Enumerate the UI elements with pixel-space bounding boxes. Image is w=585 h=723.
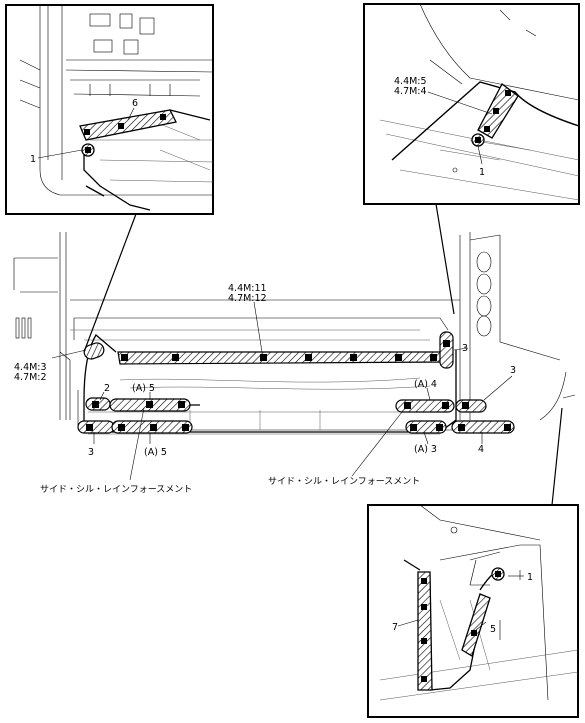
label-side-sill-right: サイド・シル・レインフォースメント: [268, 476, 420, 487]
label-4-7m-12: 4.7M:12: [228, 293, 267, 304]
main-body-view: [13, 232, 576, 481]
inset-bottom-right: 1 7 5: [367, 504, 579, 718]
label-item-3-right-top: 3: [462, 343, 468, 354]
label-tl-item-1: 1: [30, 154, 36, 165]
inset-top-right: 4.4M:5 4.7M:4 1: [363, 3, 580, 205]
label-a5-upper: (A) 5: [132, 383, 155, 394]
label-item-3-right-mid: 3: [510, 365, 516, 376]
label-br-item-5: 5: [490, 624, 496, 635]
label-side-sill-left: サイド・シル・レインフォースメント: [40, 484, 192, 495]
label-a4: (A) 4: [414, 379, 437, 390]
label-item-4: 4: [478, 444, 484, 455]
inset-top-left: 6 1: [5, 4, 214, 215]
label-a3: (A) 3: [414, 444, 437, 455]
label-br-item-7: 7: [392, 622, 398, 633]
label-4-4m-3: 4.4M:3: [14, 362, 47, 373]
label-tl-item-6: 6: [132, 98, 138, 109]
label-item-2: 2: [104, 383, 110, 394]
label-4-4m-11: 4.4M:11: [228, 283, 267, 294]
pointer-top-right: [435, 203, 455, 315]
label-item-3-left: 3: [88, 447, 94, 458]
pointer-bottom-right: [551, 407, 563, 506]
pointer-top-left: [83, 213, 137, 353]
label-4-7m-2: 4.7M:2: [14, 372, 47, 383]
label-tr-item-1: 1: [479, 167, 485, 178]
label-tr-4-7m-4: 4.7M:4: [394, 86, 427, 97]
label-a5-lower: (A) 5: [144, 447, 167, 458]
label-br-item-1: 1: [527, 572, 533, 583]
harness-clips: [86, 340, 511, 431]
main-labels: 4.4M:11 4.7M:12 4.4M:3 4.7M:2 2 (A) 5 3 …: [14, 283, 516, 495]
label-tr-4-4m-5: 4.4M:5: [394, 76, 427, 87]
